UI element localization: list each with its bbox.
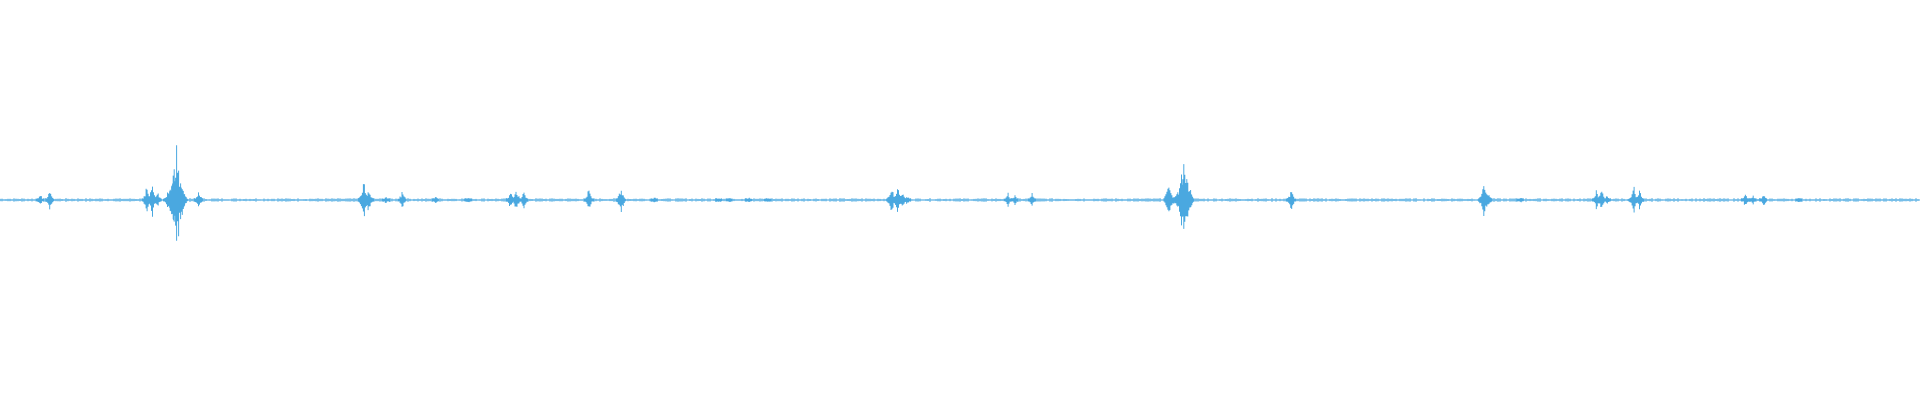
waveform-peak xyxy=(744,197,752,202)
waveform-peak xyxy=(431,197,439,203)
waveform-peak xyxy=(715,198,723,202)
waveform-peak xyxy=(1759,196,1768,205)
waveform-peak xyxy=(381,197,390,203)
waveform-peak xyxy=(583,190,594,207)
waveform-peak xyxy=(464,198,472,203)
waveform-peak xyxy=(363,192,374,211)
waveform-peak xyxy=(1740,194,1749,205)
waveform-peak xyxy=(1635,190,1644,210)
waveform-peak xyxy=(764,198,772,202)
waveform-peak xyxy=(519,192,529,209)
waveform-peak xyxy=(35,196,44,204)
waveform-peak xyxy=(1184,190,1195,209)
waveform-peak xyxy=(725,198,733,202)
waveform-peak xyxy=(194,192,203,207)
waveform-peak xyxy=(1748,195,1757,205)
waveform-peak xyxy=(45,193,55,210)
waveform-peak xyxy=(650,197,658,203)
waveform-peak xyxy=(903,197,912,204)
waveform-peaks xyxy=(0,145,1919,241)
waveform-peak xyxy=(397,192,407,207)
waveform-peak xyxy=(1003,192,1012,207)
waveform-peak xyxy=(1795,198,1803,202)
waveform-peak xyxy=(615,190,626,212)
waveform-peak xyxy=(1027,193,1036,206)
waveform-peak xyxy=(176,187,188,215)
waveform-peak xyxy=(1010,195,1019,205)
waveform-peak xyxy=(1602,196,1611,204)
waveform-peak xyxy=(1484,195,1493,205)
waveform-peak xyxy=(1516,198,1524,203)
waveform-peak xyxy=(152,193,162,206)
waveform-peak xyxy=(1286,192,1297,209)
